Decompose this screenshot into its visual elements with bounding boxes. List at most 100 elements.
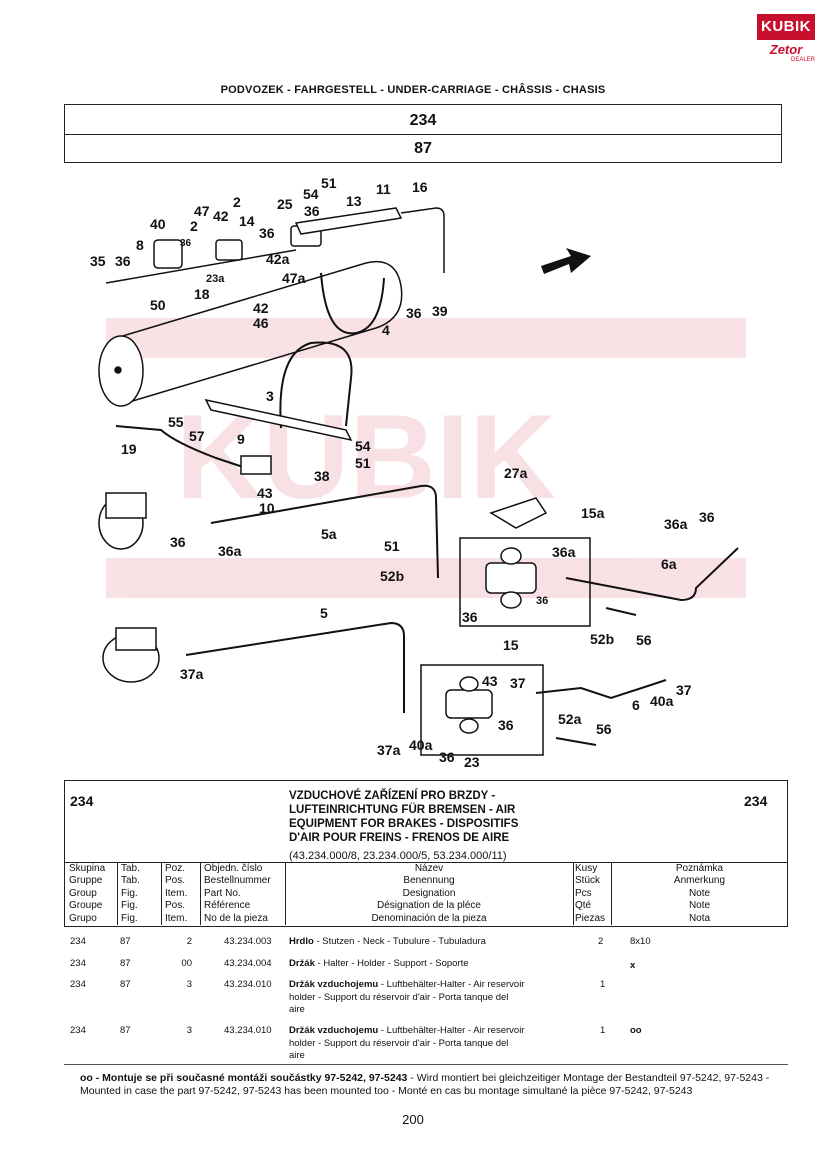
callout-51-mid: 51 (355, 455, 371, 471)
description-title: VZDUCHOVÉ ZAŘÍZENÍ PRO BRZDY - LUFTEINRI… (289, 789, 669, 845)
callout-36a-right: 36a (664, 516, 688, 532)
callout-42: 42 (213, 208, 229, 224)
kubik-zetor-logo: KUBIK Zetor DEALER (757, 14, 815, 66)
callout-35: 35 (90, 253, 106, 269)
callout-51-box: 51 (384, 538, 400, 554)
callout-39: 39 (432, 303, 448, 319)
brake-cylinder-lower (102, 627, 160, 683)
callout-47a: 47a (282, 270, 306, 286)
divider (64, 1064, 788, 1065)
callout-2-top: 2 (233, 194, 241, 210)
table-number-box: 87 (64, 135, 782, 163)
section-title: PODVOZEK - FAHRGESTELL - UNDER-CARRIAGE … (220, 84, 606, 96)
callout-37-right: 37 (676, 682, 692, 698)
callout-36-right-top: 36 (699, 509, 715, 525)
callout-19: 19 (121, 441, 137, 457)
callout-25: 25 (277, 196, 293, 212)
callout-43: 43 (257, 485, 273, 501)
callout-36a-box: 36a (552, 544, 576, 560)
callout-4: 4 (382, 322, 390, 338)
pipe-5a (210, 484, 439, 579)
pipe-6a (565, 547, 739, 602)
callout-42-lower: 42 (253, 300, 269, 316)
title-line: EQUIPMENT FOR BRAKES - DISPOSITIFS (289, 818, 519, 830)
callout-36-right: 36 (406, 305, 422, 321)
callout-36-mid: 36 (259, 225, 275, 241)
callout-52b-left: 52b (380, 568, 404, 584)
callout-56-upper: 56 (636, 632, 652, 648)
callout-6: 6 (632, 697, 640, 713)
callout-8: 8 (136, 237, 144, 253)
top-valve-assembly (105, 207, 445, 284)
callout-23: 23 (464, 754, 480, 770)
description-box (64, 780, 788, 863)
callout-36-lower: 36 (498, 717, 514, 733)
callout-37a-box: 37a (377, 742, 401, 758)
direction-arrow (541, 248, 591, 274)
callout-36-box-left: 36 (462, 609, 478, 625)
callout-36a-cyl: 36a (218, 543, 242, 559)
callout-36-small: 36 (180, 238, 192, 249)
callout-5a: 5a (321, 526, 337, 542)
callout-3: 3 (266, 388, 274, 404)
strap (279, 341, 353, 429)
footnote: oo - Montuje se při současné montáži sou… (80, 1072, 770, 1097)
callout-57: 57 (189, 428, 205, 444)
title-line: LUFTEINRICHTUNG FÜR BREMSEN - AIR (289, 804, 516, 816)
bracket (204, 398, 353, 442)
watermark: KUBIK (106, 318, 746, 598)
callout-37-box: 37 (510, 675, 526, 691)
callout-40a-box: 40a (409, 737, 433, 753)
callout-2-left: 2 (190, 218, 198, 234)
brake-system-exploded-diagram: KUBIK (90, 175, 746, 770)
group-right: 234 (744, 793, 768, 809)
bolt-56-lower (555, 737, 597, 746)
callout-36-box-right: 36 (536, 595, 548, 607)
callout-labels: 51 54 11 16 2 47 42 14 25 36 13 40 2 36 … (90, 175, 715, 770)
callout-15a: 15a (581, 505, 605, 521)
title-line: D'AIR POUR FREINS - FRENOS DE AIRE (289, 832, 510, 844)
pipe-6 (535, 679, 667, 700)
callout-16: 16 (412, 179, 428, 195)
callout-52b-right: 52b (590, 631, 614, 647)
page-number: 200 (402, 1112, 424, 1127)
logo-zetor: Zetor (769, 42, 803, 57)
callout-23a: 23a (206, 273, 225, 285)
callout-52a: 52a (558, 711, 582, 727)
callout-18: 18 (194, 286, 210, 302)
callout-40: 40 (150, 216, 166, 232)
callout-6a: 6a (661, 556, 677, 572)
callout-37a-cyl: 37a (180, 666, 204, 682)
air-reservoir (98, 261, 403, 407)
valve-9 (240, 455, 272, 475)
callout-13: 13 (346, 193, 362, 209)
callout-54: 54 (303, 186, 319, 202)
callout-42a: 42a (266, 251, 290, 267)
callout-36-bottom: 36 (439, 749, 455, 765)
bracket-27a (489, 497, 548, 529)
callout-54-mid: 54 (355, 438, 371, 454)
callout-36-top: 36 (304, 203, 320, 219)
strap-2 (320, 272, 385, 335)
callout-36-cyl: 36 (170, 534, 186, 550)
callout-47: 47 (194, 203, 210, 219)
callout-15: 15 (503, 637, 519, 653)
brake-cylinder-upper (98, 492, 147, 550)
callout-56-lower: 56 (596, 721, 612, 737)
callout-5: 5 (320, 605, 328, 621)
assembly-codes: (43.234.000/8, 23.234.000/5, 53.234.000/… (289, 850, 507, 862)
pipe-5 (185, 621, 405, 713)
callout-36-left: 36 (115, 253, 131, 269)
valve-box-15 (420, 664, 544, 756)
callout-38: 38 (314, 468, 330, 484)
group-number-box: 234 (64, 104, 782, 135)
callout-51: 51 (321, 175, 337, 191)
col-pos: Poz.Pos.Item.Pos.Item. (165, 863, 188, 924)
callout-43-box: 43 (482, 673, 498, 689)
callout-9: 9 (237, 431, 245, 447)
